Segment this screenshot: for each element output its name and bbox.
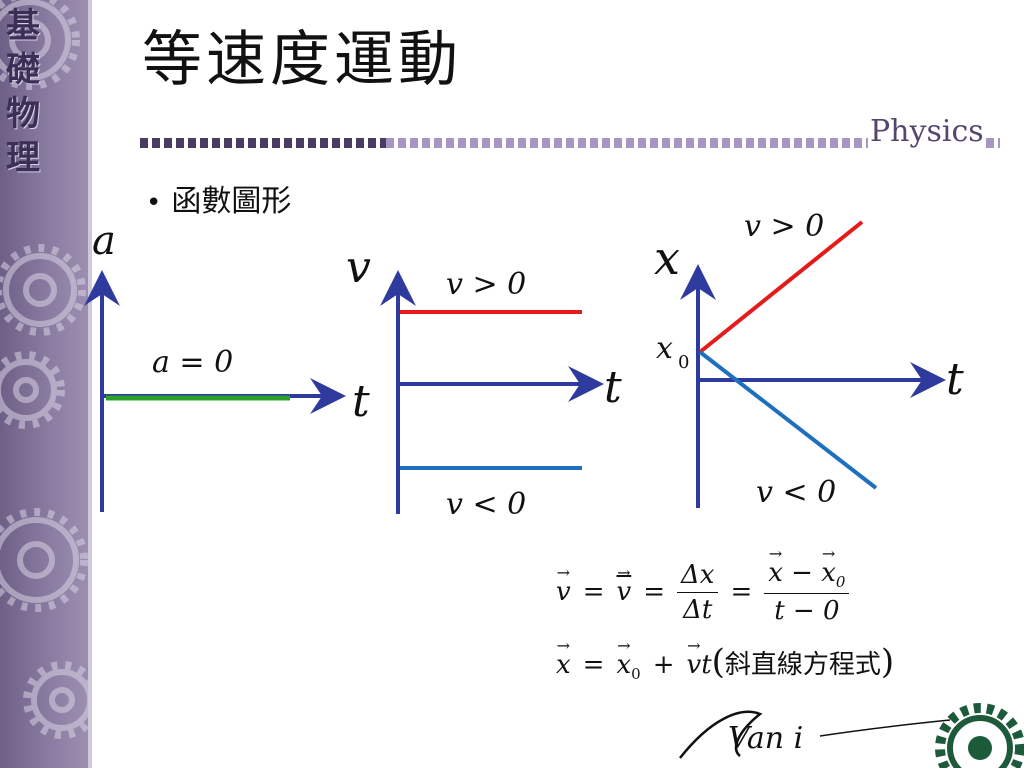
title-divider-light — [386, 138, 1000, 148]
formula-time-interval: t − 0 — [774, 596, 840, 627]
v-positive-label: v > 0 — [446, 267, 526, 302]
gear-logo-icon — [935, 703, 1024, 768]
sidebar-title-char: 物 — [6, 94, 40, 134]
formula-delta-t: Δt — [683, 594, 713, 625]
x-negative-label: v < 0 — [756, 475, 836, 510]
formula-t: t — [701, 650, 712, 680]
sidebar-title-char: 理 — [6, 138, 40, 178]
formula-x-vector: x — [556, 650, 571, 680]
page-title: 等速度運動 — [142, 25, 462, 95]
formula-displacement: x − x0 — [764, 558, 850, 595]
formula-note: 斜直線方程式 — [724, 650, 881, 680]
formula-x0-subscript: 0 — [835, 573, 846, 592]
formula-v-vector: v — [686, 650, 701, 680]
formula-delta-x: Δx — [677, 560, 719, 593]
formula-fraction-displacement: x − x0 t − 0 — [764, 558, 850, 627]
formula-v-average: v — [617, 577, 632, 607]
v-negative-label: v < 0 — [446, 487, 526, 522]
bullet-item: • 函數圖形 — [146, 182, 291, 223]
x-intercept-subscript: 0 — [678, 352, 689, 373]
formula-x0-vector: x — [616, 650, 631, 680]
v-t-graph: v t v > 0 v < 0 — [346, 242, 622, 522]
x-positive-line — [698, 220, 864, 354]
velocity-formula: v = v = Δx Δt = x − x0 t − 0 x=x0+vt(斜直線… — [556, 558, 996, 688]
a-t-graph: a t a = 0 — [84, 218, 370, 512]
formula-x0-vector: x — [821, 558, 836, 588]
formula-v-vector: v — [556, 577, 571, 607]
a-zero-label: a = 0 — [152, 345, 233, 380]
sidebar-title-char: 基 — [6, 6, 40, 46]
sidebar: 基 礎 物 理 — [0, 0, 88, 768]
x-positive-label: v > 0 — [744, 209, 824, 244]
formula-fraction-delta: Δx Δt — [677, 560, 719, 625]
sidebar-title-char: 礎 — [6, 50, 40, 90]
bullet-dot-icon: • — [146, 188, 162, 218]
x-axis-label: x — [654, 231, 680, 285]
formula-x0-subscript: 0 — [631, 665, 641, 684]
formula-line-2: x=x0+vt(斜直線方程式) — [556, 642, 894, 683]
sidebar-border — [88, 0, 92, 768]
gear-decoration-icon — [0, 0, 88, 739]
x-negative-line — [698, 350, 878, 490]
x-t-graph: x t x 0 v > 0 v < 0 — [654, 209, 964, 510]
a-t-axis-label: t — [352, 376, 370, 427]
brand-label: Physics — [868, 114, 986, 149]
logo-text: Van i — [728, 721, 803, 756]
formula-line-1: v = v = Δx Δt = x − x0 t − 0 — [556, 558, 850, 627]
v-axis-label: v — [346, 242, 371, 293]
v-t-axis-label: t — [604, 362, 622, 413]
x-intercept-label: x — [656, 331, 673, 366]
bullet-text: 函數圖形 — [171, 184, 292, 219]
x-t-axis-label: t — [946, 354, 964, 405]
logo: Van i — [679, 703, 1024, 768]
formula-x-vector: x — [768, 558, 783, 588]
a-axis-label: a — [92, 218, 116, 264]
sidebar-title: 基 礎 物 理 — [0, 4, 46, 180]
